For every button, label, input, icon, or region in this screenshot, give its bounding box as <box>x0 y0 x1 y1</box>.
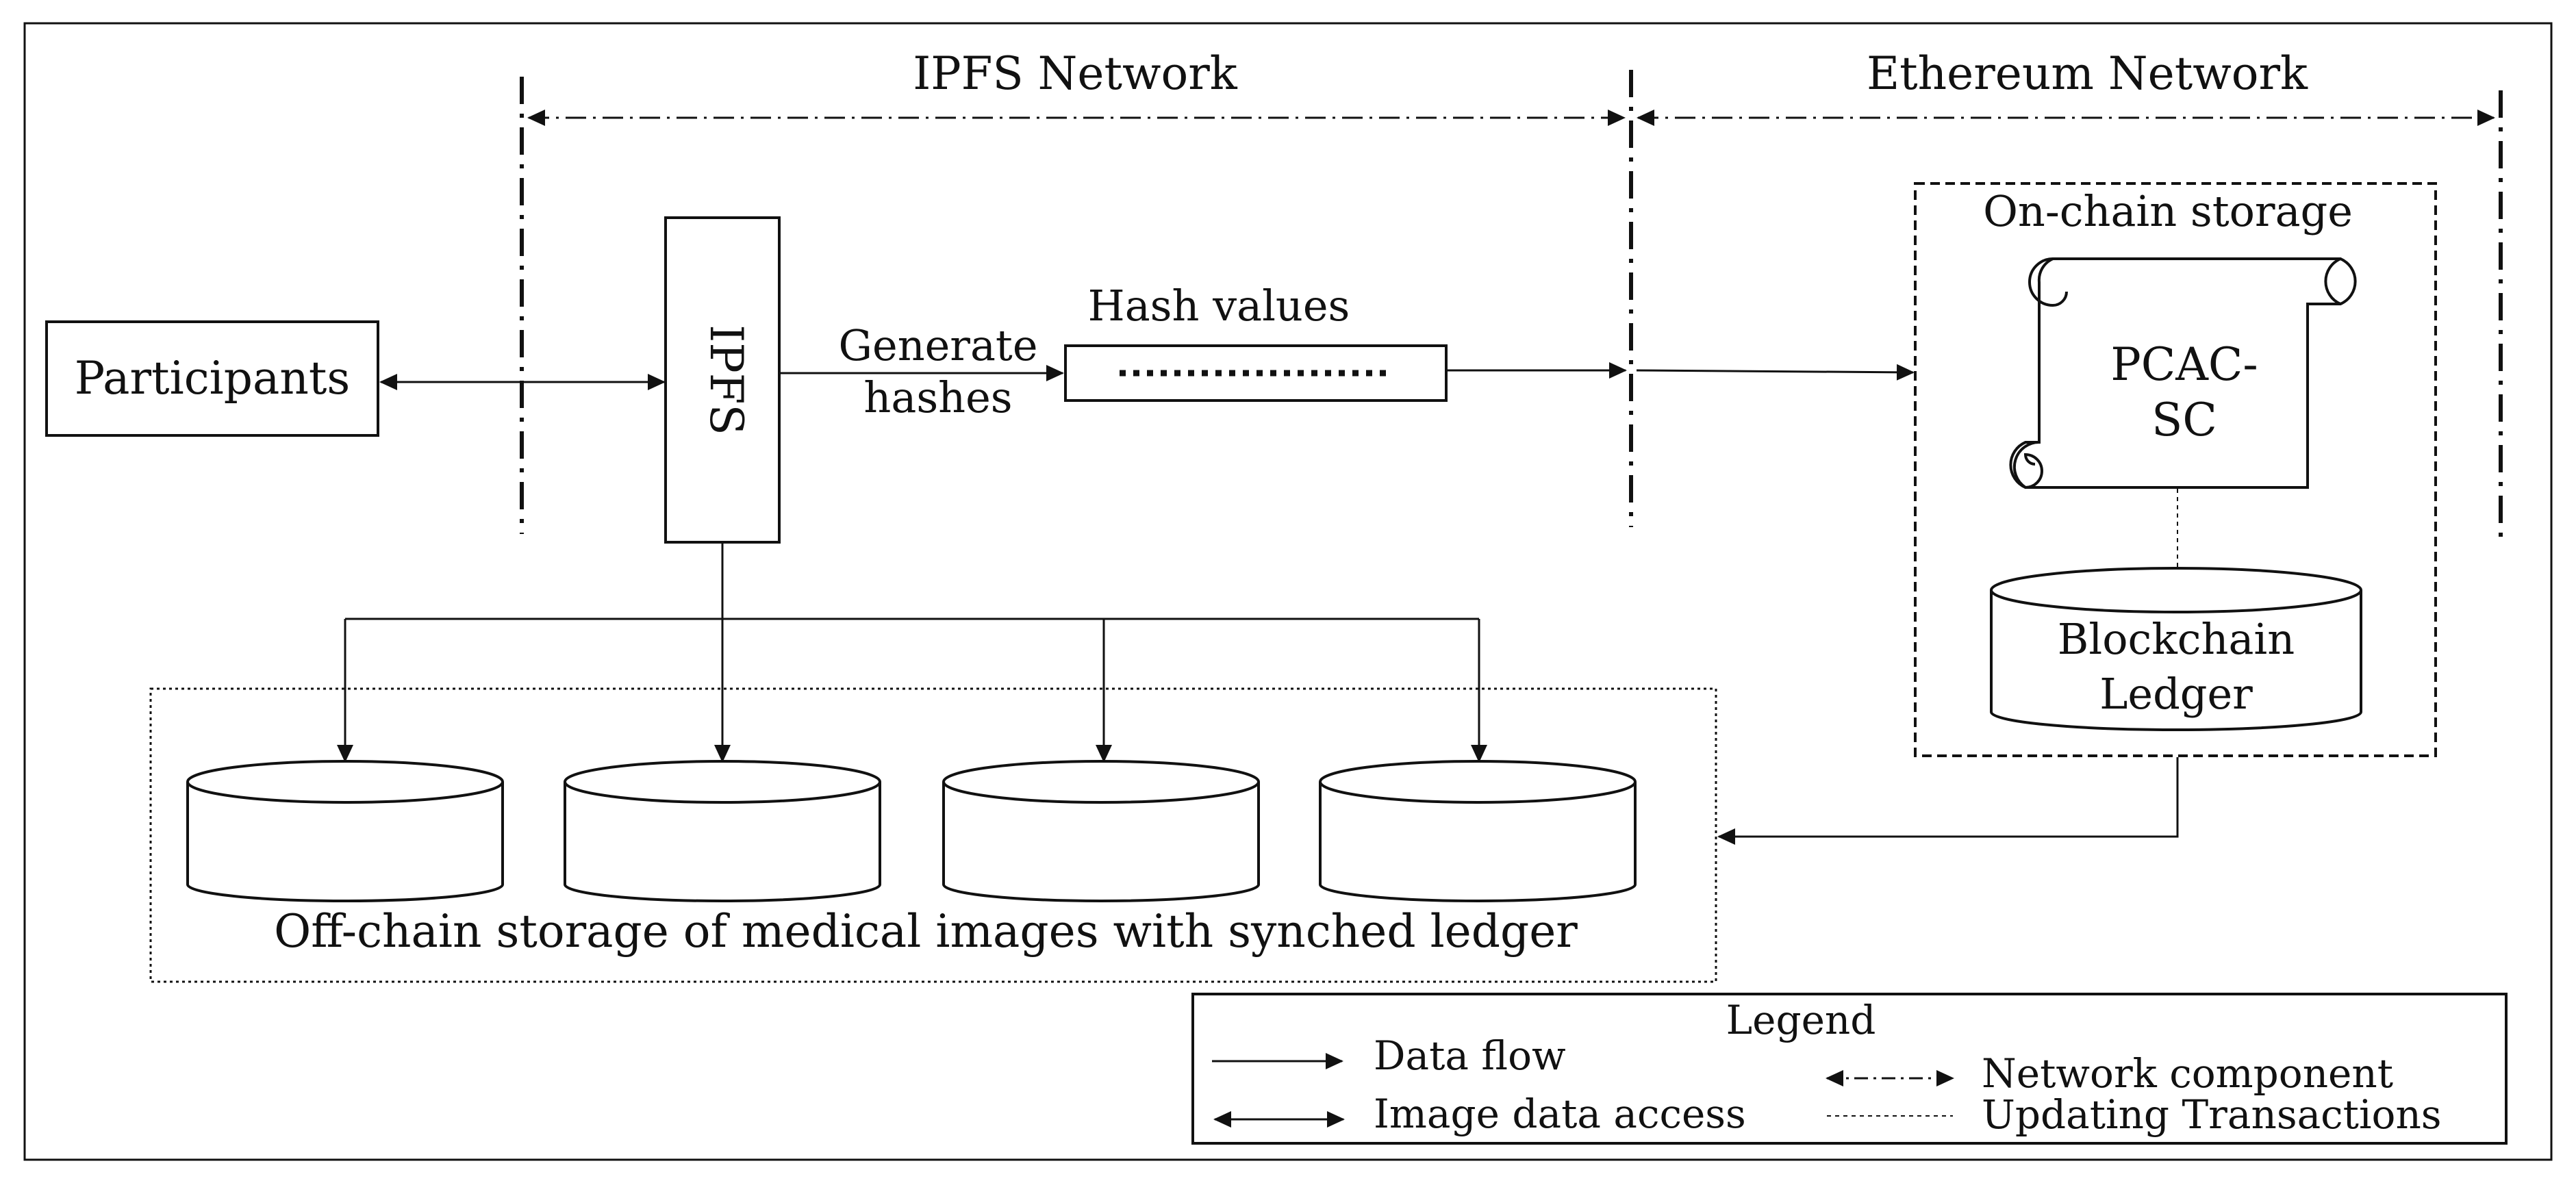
off-chain-storage-label: Off-chain storage of medical images with… <box>274 905 1578 958</box>
legend-data-flow-label: Data flow <box>1374 1032 1566 1079</box>
network-boundaries <box>520 70 2503 541</box>
generate-hashes-label-2: hashes <box>863 372 1012 422</box>
boundary-to-onchain-arrow <box>1636 364 1915 381</box>
blockchain-ledger-cylinder <box>1990 567 2362 731</box>
legend-image-access-label: Image data access <box>1374 1091 1746 1137</box>
on-chain-storage-label: On-chain storage <box>1983 186 2353 236</box>
storage-cylinder-3 <box>942 760 1260 902</box>
on-chain-storage-box <box>1914 182 2437 757</box>
ledger-to-offchain-arrow <box>1717 757 2179 845</box>
off-chain-storage-box <box>149 687 1717 983</box>
legend-title: Legend <box>1726 997 1876 1043</box>
storage-cylinder-2 <box>564 760 881 902</box>
ledger-label-1: Blockchain <box>2058 614 2295 664</box>
ipfs-box <box>664 216 781 544</box>
legend-updating-transactions-label: Updating Transactions <box>1982 1091 2442 1138</box>
ipfs-label: IPFS <box>700 325 753 435</box>
outer-frame <box>23 22 2553 1161</box>
participants-label: Participants <box>75 352 351 405</box>
ipfs-network-label: IPFS Network <box>913 47 1238 100</box>
off-chain-cylinders <box>186 760 1637 902</box>
participants-box <box>45 320 379 437</box>
pcac-sc-label-1: PCAC- <box>2110 338 2258 391</box>
hash-values-label: Hash values <box>1088 281 1350 331</box>
pcac-sc-scroll <box>2009 257 2357 489</box>
ipfs-distribution-lines <box>337 544 1487 763</box>
generate-hashes-label-1: Generate <box>838 320 1037 370</box>
legend-box <box>1191 993 2508 1145</box>
ledger-label-2: Ledger <box>2099 669 2253 719</box>
storage-cylinder-1 <box>186 760 504 902</box>
pcac-sc-label-2: SC <box>2151 394 2217 446</box>
legend-network-component-label: Network component <box>1982 1050 2393 1097</box>
storage-cylinder-4 <box>1319 760 1637 902</box>
ethereum-network-label: Ethereum Network <box>1867 47 2308 100</box>
